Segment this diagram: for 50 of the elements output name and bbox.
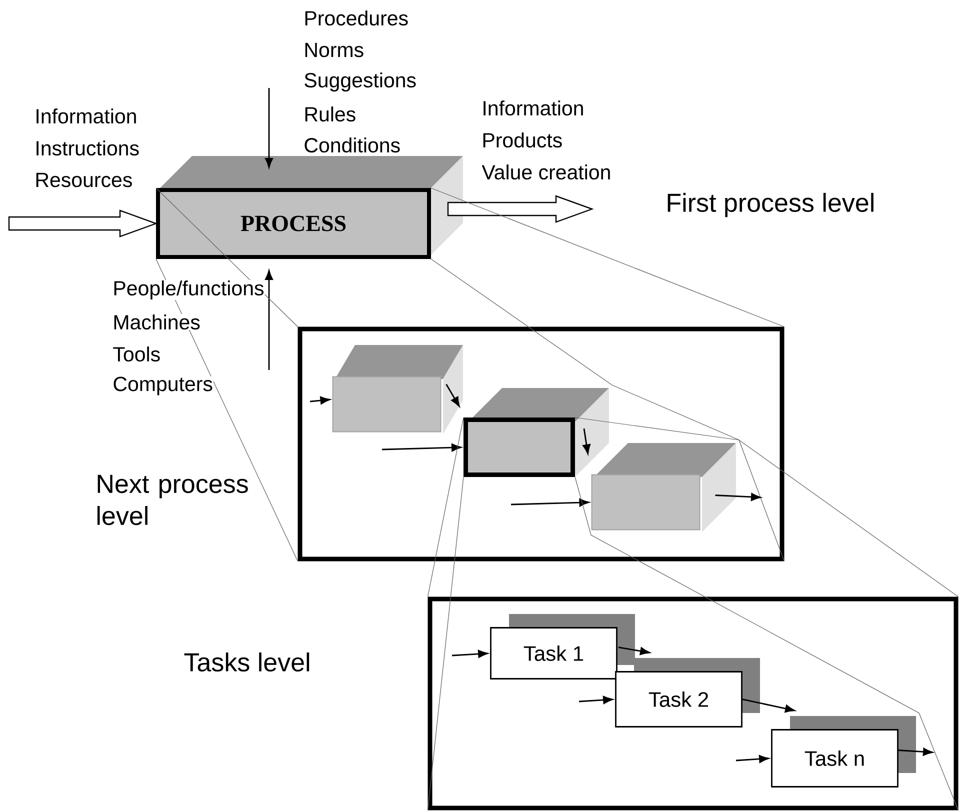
control-text: Suggestions [304,72,416,92]
control-text: Conditions [304,137,400,153]
arrow [265,270,273,370]
input-text: Instructions [36,140,139,156]
output-text: Value creation [482,164,610,180]
projection-line [427,417,464,598]
resource-text: Machines [112,314,201,330]
control-text: Norms [305,42,364,58]
block-arrow [447,195,594,223]
arrow [265,88,273,168]
projection-line [574,417,959,598]
process-cube [464,388,609,477]
resource-text: People/functions [112,280,265,300]
process-cube [591,443,736,532]
arrow [736,755,769,763]
projection-line [430,188,785,328]
task-box: Task n [771,716,916,788]
projection-line [574,476,959,811]
block-arrow [8,210,158,238]
level-title: Tasks level [184,652,310,672]
input-text: Resources [36,172,132,188]
control-text: Procedures [305,10,408,26]
task-box: Task 1 [490,614,635,680]
control-text: Rules [305,106,356,122]
arrow [742,698,795,713]
arrow [618,646,650,656]
arrow [578,696,613,704]
zoom-frame [428,596,958,810]
process-cube [332,345,463,434]
arrow [382,444,462,452]
output-text: Products [483,132,562,148]
arrow [310,396,330,404]
resource-text: Tools [112,346,162,362]
projection-line [427,476,464,811]
arrow [715,493,761,501]
arrow [446,384,460,407]
level-title: First process level [668,192,874,218]
task-box: Task 2 [615,658,760,728]
arrow [510,498,590,507]
zoom-frame [298,326,784,562]
projection-line [156,188,298,328]
arrow [582,428,590,454]
arrow [898,748,933,756]
resource-text: Computers [112,376,214,396]
output-text: Information [484,100,583,116]
arrow [452,650,488,658]
input-text: Information [36,108,136,124]
level-title: Next process level [97,474,248,526]
projection-line [430,258,785,562]
process-cube: PROCESS [156,156,463,259]
